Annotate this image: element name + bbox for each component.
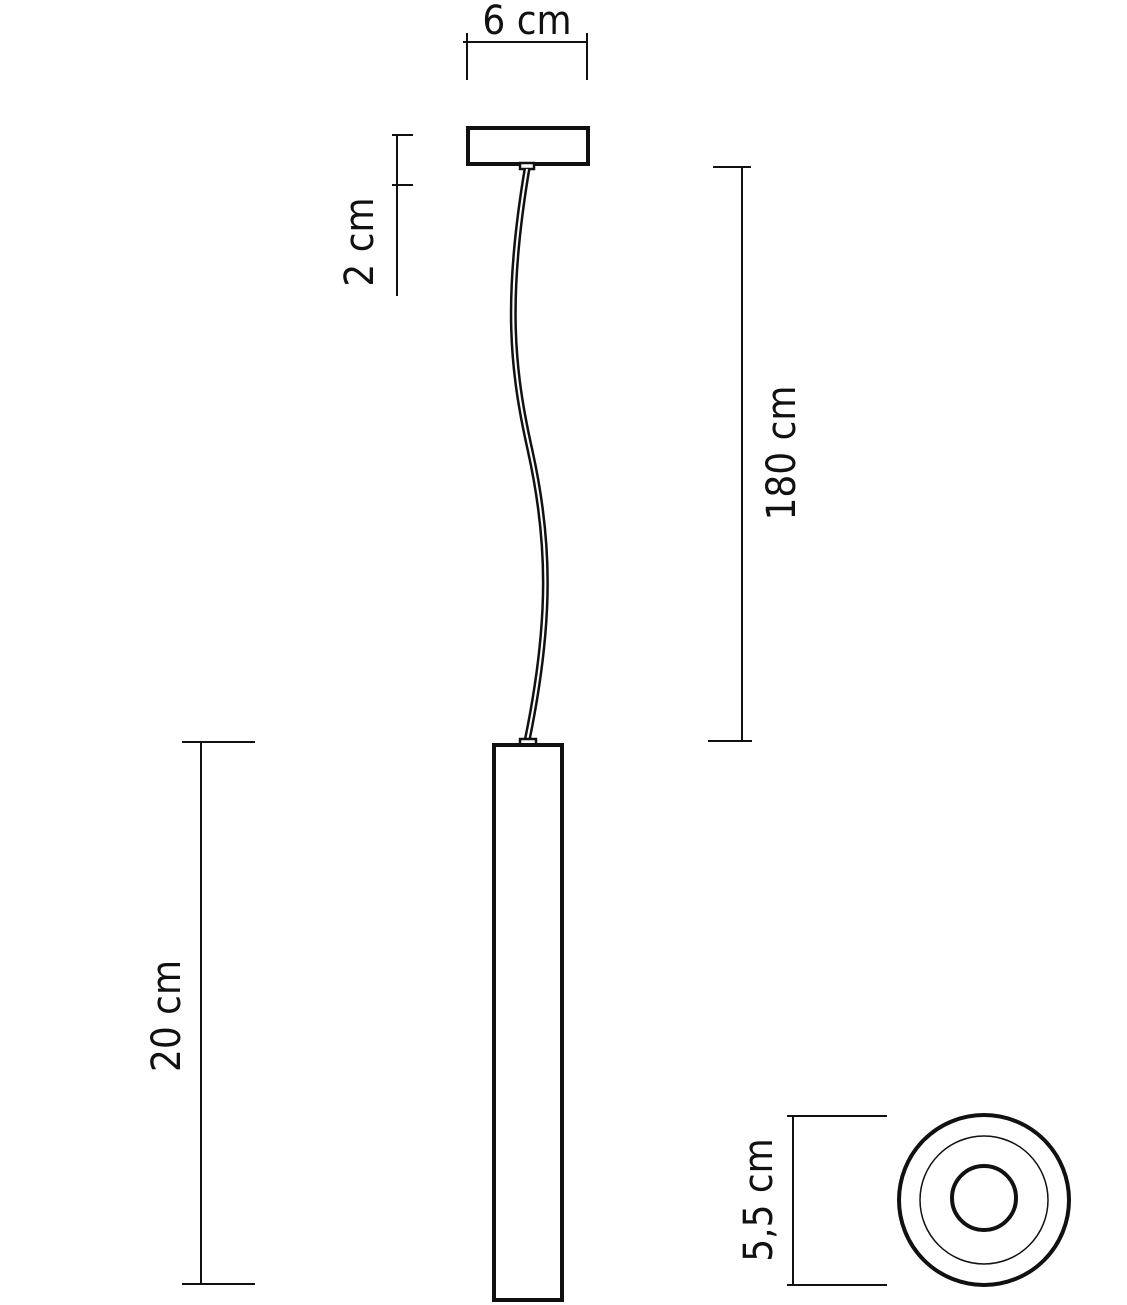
tube-diameter-dimension: 5,5 cm xyxy=(736,1115,887,1286)
cable-length-label: 180 cm xyxy=(759,386,805,521)
tube-length-label: 20 cm xyxy=(144,960,190,1072)
canopy-cable-grip xyxy=(518,161,536,171)
bottom-view-circles xyxy=(897,1113,1071,1287)
suspension-cable xyxy=(509,168,549,742)
tube-diameter-label: 5,5 cm xyxy=(736,1138,782,1261)
cylinder-tube-body xyxy=(492,743,564,1302)
tube-length-dimension: 20 cm xyxy=(144,741,255,1285)
ceiling-canopy xyxy=(466,126,590,166)
canopy-height-dimension: 2 cm xyxy=(337,134,413,296)
canopy-width-label: 6 cm xyxy=(482,0,571,44)
canopy-width-dimension: 6 cm xyxy=(463,0,588,80)
canopy-height-label: 2 cm xyxy=(337,197,383,286)
cable-length-dimension: 180 cm xyxy=(708,166,805,742)
